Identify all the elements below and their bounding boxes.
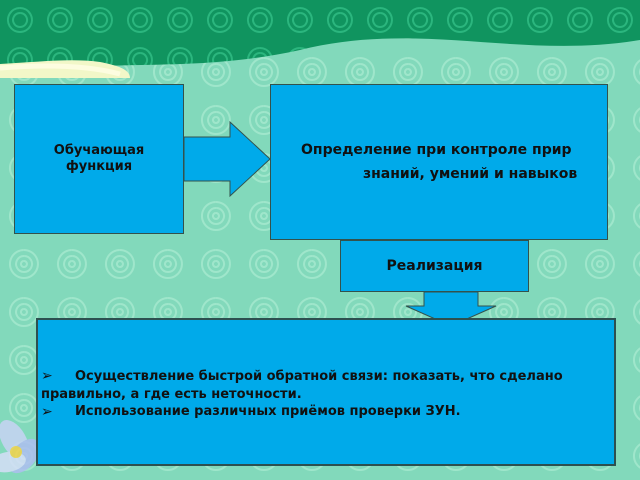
bullet-item-methods: Использование различных приёмов проверки… (75, 404, 461, 419)
bullet-arrow-icon: ➢ (41, 368, 53, 384)
bullet-item-feedback: Осуществление быстрой обратной связи: по… (41, 368, 601, 404)
definition-line2: знаний, умений и навыков (363, 166, 578, 182)
implementation-label: Реализация (386, 258, 483, 274)
implementation-box: Реализация (340, 240, 529, 292)
learning-function-label: Обучающая функция (54, 143, 144, 175)
bullet-text-feedback: Осуществление быстрой обратной связи: по… (41, 369, 563, 402)
bullet-arrow-icon: ➢ (41, 404, 53, 420)
learning-function-box: Обучающая функция (14, 84, 184, 234)
actions-box: ➢ Осуществление быстрой обратной связи: … (36, 318, 616, 466)
definition-line1: Определение при контроле прир (301, 142, 572, 158)
definition-box: Определение при контроле прир знаний, ум… (270, 84, 608, 240)
learning-function-line1: Обучающая (53, 143, 145, 158)
learning-function-line2: функция (65, 159, 133, 174)
